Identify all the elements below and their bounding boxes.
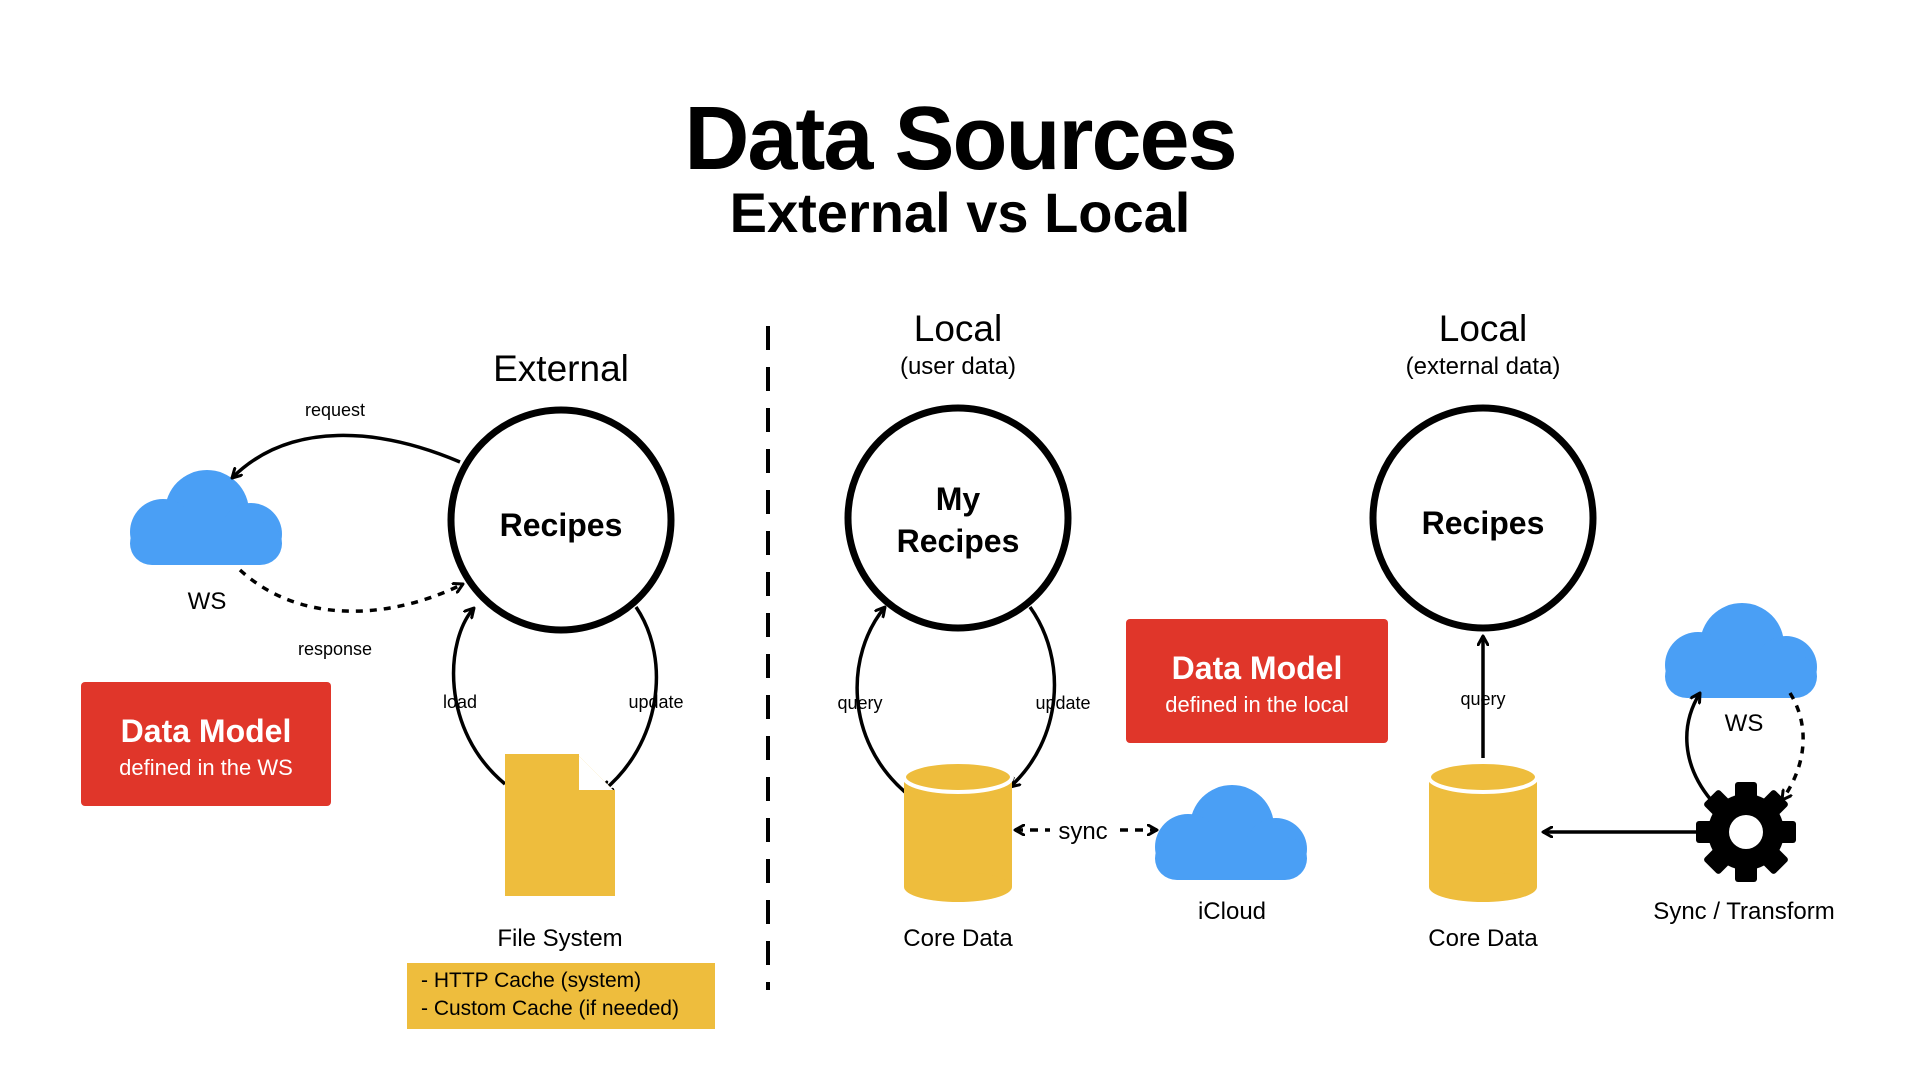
sync-transform-label: Sync / Transform [1653, 898, 1835, 925]
sync-label-bg [1050, 812, 1120, 848]
external-recipes-node [447, 406, 675, 634]
ws-down-arrow [1782, 692, 1805, 800]
external-heading: External [493, 348, 629, 389]
core-data-external-label: Core Data [1428, 925, 1538, 952]
icloud-cloud-icon [1155, 785, 1307, 880]
cache-note-line: - Custom Cache (if needed) [421, 997, 679, 1020]
ext-query-label: query [1460, 689, 1506, 709]
load-label: load [442, 692, 478, 712]
local-user-subheading: (user data) [899, 353, 1017, 380]
file-system-label: File System [497, 925, 623, 952]
external-data-model-box: Data Model defined in the WS [81, 682, 331, 806]
local-external-subheading: (external data) [1405, 353, 1561, 380]
external-data-model-sub: defined in the WS [119, 755, 293, 780]
local-user-heading: Local [913, 308, 1003, 349]
page-subtitle: External vs Local [729, 181, 1191, 244]
my-recipes-label: My Recipes [897, 478, 1020, 562]
icloud-label: iCloud [1197, 898, 1267, 925]
local-data-model-title: Data Model [1171, 650, 1343, 686]
local-update-arrow [1010, 605, 1057, 787]
sync-transform-gear-icon [1696, 782, 1796, 882]
load-arrow [451, 608, 507, 786]
request-arrow [232, 433, 461, 478]
my-recipes-node [844, 404, 1072, 632]
file-system-icon [505, 754, 615, 896]
cache-note-line: - HTTP Cache (system) [421, 969, 642, 992]
external-ws-label: WS [187, 588, 227, 615]
cache-note: - HTTP Cache (system) - Custom Cache (if… [407, 963, 715, 1029]
page-title: Data Sources [684, 89, 1237, 189]
ws-up-arrow [1685, 693, 1713, 802]
external-data-model-title: Data Model [120, 713, 292, 749]
response-arrow [238, 568, 463, 613]
local-update-label: update [1035, 693, 1091, 713]
local-external-recipes-node [1369, 404, 1597, 632]
core-data-user-label: Core Data [903, 925, 1013, 952]
core-data-user-icon [902, 760, 1014, 902]
external-recipes-label: Recipes [499, 507, 623, 543]
ws-cloud-label: WS [1724, 710, 1764, 737]
core-data-external-icon [1427, 760, 1539, 902]
local-query-label: query [837, 693, 883, 713]
sync-label: sync [1058, 818, 1108, 845]
external-update-label: update [628, 692, 684, 712]
ws-cloud-icon [1665, 603, 1817, 698]
local-data-model-box: Data Model defined in the local [1126, 619, 1388, 743]
external-cloud-icon [130, 470, 282, 565]
local-external-recipes-label: Recipes [1421, 505, 1545, 541]
response-label: response [297, 639, 373, 659]
update-arrow [603, 606, 659, 791]
local-data-model-sub: defined in the local [1165, 692, 1349, 717]
my-recipes-label-line: Recipes [896, 523, 1020, 560]
local-query-arrow [855, 607, 907, 794]
local-external-heading: Local [1438, 308, 1528, 349]
my-recipes-label-line: My [935, 481, 981, 517]
request-label: request [304, 400, 366, 420]
